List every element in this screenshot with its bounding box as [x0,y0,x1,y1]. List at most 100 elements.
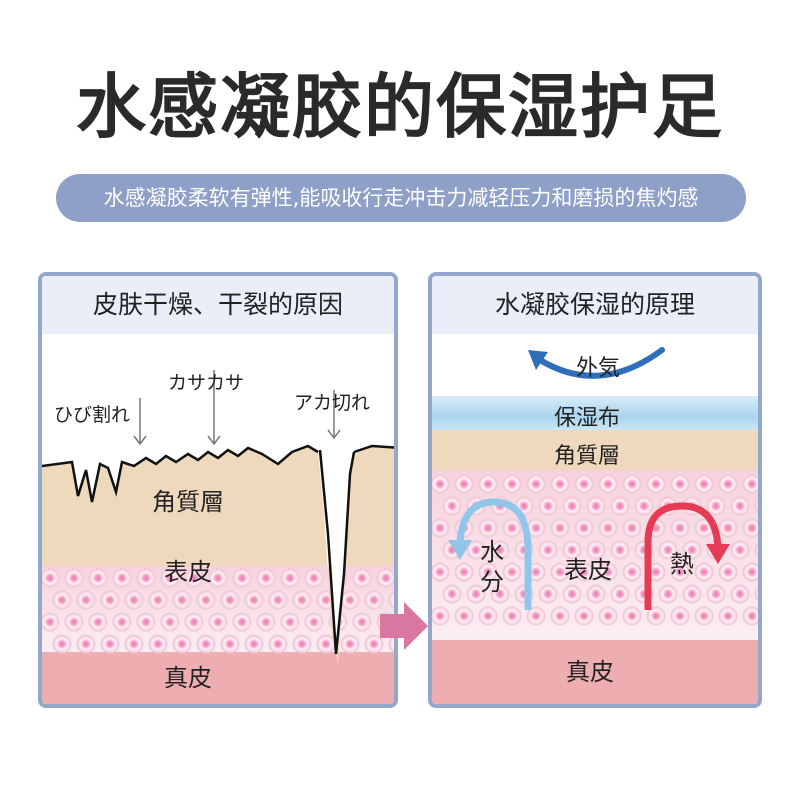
skin-cell [172,590,192,610]
skin-cell [442,584,462,604]
skin-cell [502,606,522,626]
skin-cell [88,568,108,588]
skin-cell [718,562,738,582]
skin-cell [598,606,618,626]
skin-cell [136,612,156,632]
skin-cell [208,612,228,632]
label-heat: 熱 [670,550,694,578]
skin-cell [316,634,336,654]
right-panel-header: 水凝胶保湿的原理 [432,276,758,334]
skin-cell [550,606,570,626]
skin-cell [148,590,168,610]
skin-cell [754,542,758,558]
skin-cell [76,590,96,610]
skin-cell [574,518,594,538]
left-dermis-layer [42,650,394,704]
skin-cell [304,568,324,588]
skin-cell [610,540,630,560]
right-dermis-layer [432,640,758,704]
skin-cell [352,568,372,588]
heat-arrow-icon [644,502,722,610]
skin-cell [742,562,758,582]
right-panel-hydrogel: 水凝胶保湿的原理 [428,272,762,708]
skin-cell [364,634,384,654]
skin-cell [742,474,758,494]
skin-cell [304,612,324,632]
subtitle-banner: 水感凝胶柔软有弹性,能吸收行走冲击力减轻压力和磨损的焦灼感 [56,174,746,222]
skin-cell [742,518,758,538]
skin-cell [364,590,384,610]
skin-cell [706,584,726,604]
skin-cell [432,474,450,494]
skin-cell [136,568,156,588]
right-label-epidermis: 表皮 [564,556,612,584]
skin-cell [184,568,204,588]
skin-cell [112,612,132,632]
skin-cell [256,568,276,588]
skin-cell [454,474,474,494]
skin-cell [432,562,450,582]
skin-cell [550,474,570,494]
skin-cell [478,562,498,582]
skin-cell [574,562,594,582]
skin-cell [454,562,474,582]
skin-cell [670,518,690,538]
left-panel-header: 皮肤干燥、干裂的原因 [42,276,394,334]
skin-cell [706,496,726,516]
skin-cell [490,540,510,560]
skin-cell [730,540,750,560]
skin-cell [586,584,606,604]
label-dry: カサカサ [168,372,245,394]
skin-cell [574,474,594,494]
right-cloth-layer [432,396,758,430]
page-title: 水感凝胶的保湿护足 [76,66,724,148]
skin-cell [42,612,60,632]
skin-cell [610,496,630,516]
left-deep-crack [318,449,356,655]
skin-cell [76,634,96,654]
skin-cell [232,568,252,588]
skin-cell [574,606,594,626]
skin-cell [256,612,276,632]
skin-cell [388,635,394,653]
right-label-stratum-corneum: 角質層 [554,444,621,469]
skin-cell [550,562,570,582]
skin-cell [670,474,690,494]
label-deep-crack: アカ切れ [294,392,371,414]
dry-skin-diagram [42,370,394,704]
skin-cell [754,586,758,602]
skin-cell [184,612,204,632]
skin-cell [586,540,606,560]
left-panel-dry-skin: 皮肤干燥、干裂的原因 [38,272,398,708]
skin-cell [454,606,474,626]
skin-cell [478,606,498,626]
skin-cell [196,590,216,610]
left-label-stratum-corneum: 角質層 [152,488,224,516]
skin-cell [466,540,486,560]
skin-cell [292,634,312,654]
label-water-bottom: 分 [480,568,504,596]
skin-cell [538,496,558,516]
label-water-top: 水 [480,538,504,566]
skin-cell [112,568,132,588]
skin-cell [646,606,666,626]
skin-cell [502,562,522,582]
skin-cell [124,590,144,610]
skin-cell [598,562,618,582]
skin-cell [268,634,288,654]
skin-cell [124,634,144,654]
skin-cell [172,634,192,654]
skin-cell [490,584,510,604]
skin-cell [340,590,360,610]
skin-cell [658,540,678,560]
skin-cell [244,634,264,654]
skin-cell [718,518,738,538]
skin-cell [42,568,60,588]
skin-cell [340,634,360,654]
skin-cell [52,590,72,610]
skin-cell [502,518,522,538]
right-label-dermis: 真皮 [566,658,614,686]
skin-cell [658,584,678,604]
left-skin-surface-line [42,444,319,503]
skin-cell [502,474,522,494]
